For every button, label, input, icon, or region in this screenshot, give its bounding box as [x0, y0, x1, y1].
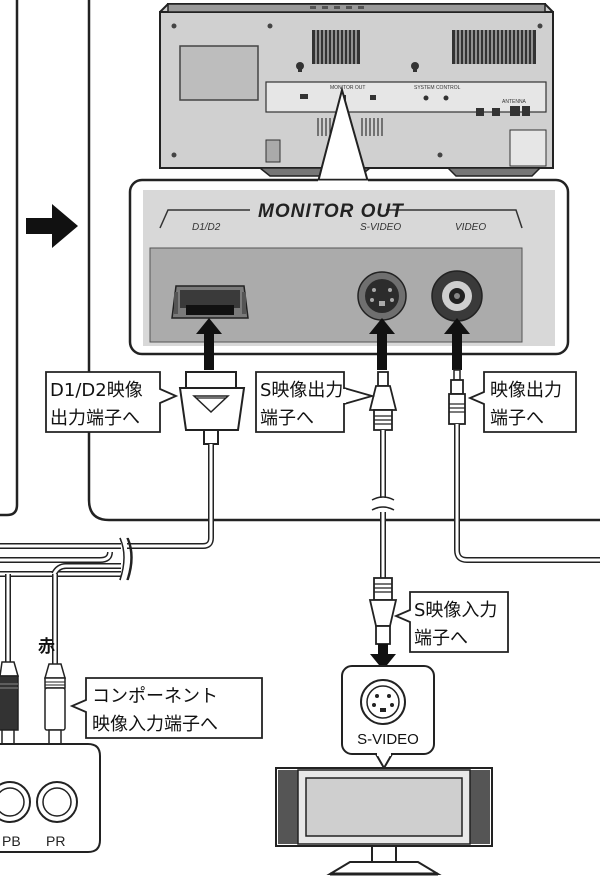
right-arrow-icon — [26, 204, 78, 248]
callout-video-out-line1: 映像出力 — [490, 380, 562, 401]
receiver-unit: MONITOR OUT SYSTEM CONTROL ANTENNA — [159, 3, 554, 177]
rear-antenna-label: ANTENNA — [502, 99, 527, 105]
label-red: 赤 — [38, 636, 55, 657]
callout-d1d2-out-line1: D1/D2映像 — [50, 380, 143, 401]
callout-d1d2-out: D1/D2映像 出力端子へ — [45, 371, 179, 433]
panel-title: MONITOR OUT — [258, 201, 404, 222]
panel-port-video: VIDEO — [455, 222, 486, 233]
callout-video-out: 映像出力 端子へ — [467, 371, 577, 433]
d1d2-cable — [0, 444, 214, 549]
tv-component-inputs — [0, 743, 101, 853]
panel-port-svideo: S-VIDEO — [360, 222, 401, 233]
callout-svideo-out-line2: 端子へ — [260, 408, 314, 429]
label-pb: PB — [2, 833, 21, 849]
svideo-arrow-down — [370, 644, 396, 670]
component-plug-pr — [44, 663, 66, 753]
callout-svideo-out-line1: S映像出力 — [260, 380, 343, 401]
callout-svideo-in-line1: S映像入力 — [414, 600, 497, 621]
tv-svideo-label: S-VIDEO — [357, 731, 419, 748]
callout-svideo-out: S映像出力 端子へ — [255, 371, 376, 433]
tv-svideo-input — [341, 665, 435, 771]
component-cables — [0, 551, 124, 664]
callout-svideo-in: S映像入力 端子へ — [393, 591, 509, 653]
component-plug-pb — [0, 661, 19, 753]
rear-monitor-out-label: MONITOR OUT — [330, 85, 365, 91]
callout-component-in-line1: コンポーネント — [92, 686, 218, 707]
rear-system-control-label: SYSTEM CONTROL — [414, 85, 461, 91]
svideo-jack — [357, 271, 407, 321]
callout-svideo-in-line2: 端子へ — [414, 628, 468, 649]
right-panel-frame — [87, 0, 600, 522]
left-panel-frame — [0, 0, 19, 517]
svideo-plug-top — [368, 371, 398, 431]
callout-video-out-line2: 端子へ — [490, 408, 544, 429]
connect-arrows-up — [196, 318, 470, 370]
d1d2-jack — [171, 285, 249, 319]
television — [275, 767, 493, 876]
monitor-out-panel: MONITOR OUT D1/D2 S-VIDEO VIDEO — [128, 178, 570, 356]
video-plug — [448, 369, 466, 425]
svideo-break-mark — [371, 496, 395, 512]
callout-component-in-line2: 映像入力端子へ — [92, 714, 218, 735]
label-pr: PR — [46, 833, 65, 849]
video-cable — [454, 424, 600, 563]
vent-grille-right — [452, 30, 536, 64]
panel-port-d1d2: D1/D2 — [192, 222, 221, 233]
callout-component-in: コンポーネント 映像入力端子へ — [69, 677, 263, 739]
callout-d1d2-out-line2: 出力端子へ — [50, 408, 140, 429]
d1d2-plug — [178, 371, 246, 445]
video-jack — [431, 270, 483, 322]
svideo-plug-bottom — [368, 577, 398, 645]
